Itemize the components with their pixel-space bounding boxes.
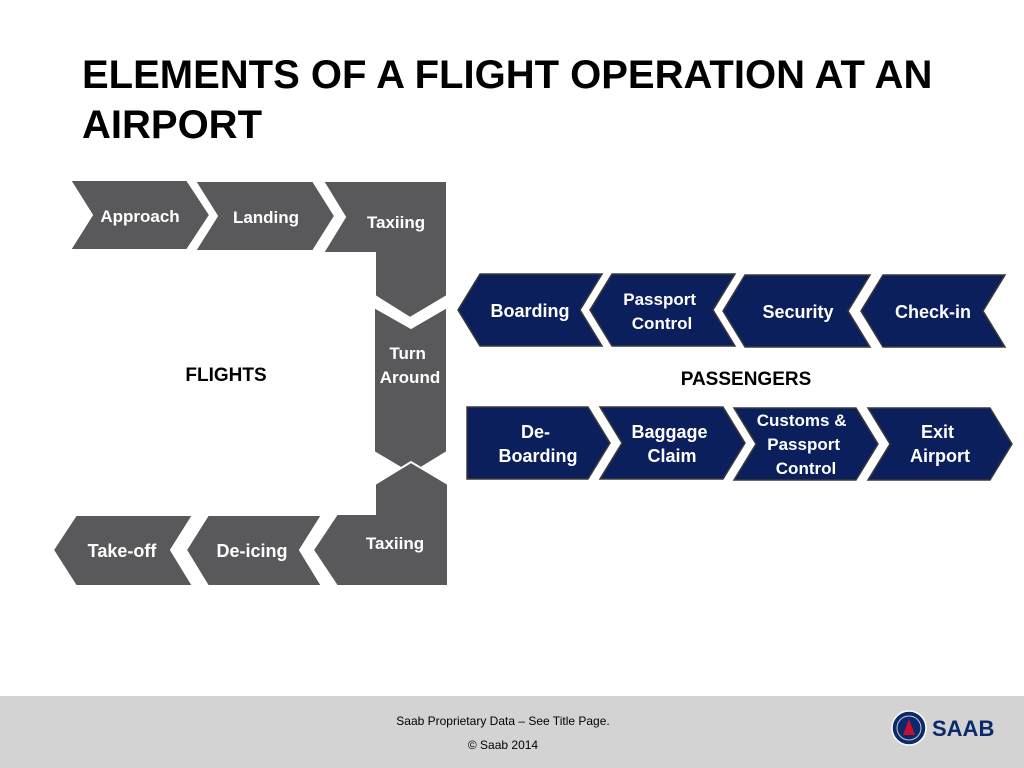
checkin-step [860, 274, 1007, 348]
flight-operation-diagram: Approach Landing Taxiing Turn Around Tax… [51, 179, 1013, 587]
baggage-claim-step [598, 406, 746, 480]
customs-label: Customs & Passport Control [757, 411, 851, 478]
security-step [722, 274, 872, 348]
turn-around-label: Turn Around [380, 344, 440, 387]
flights-group-label: FLIGHTS [185, 365, 266, 386]
passport-control-line-1: Passport [623, 290, 696, 309]
footer-proprietary-notice: Saab Proprietary Data – See Title Page. [396, 714, 610, 728]
turn-around-step [373, 305, 448, 476]
baggage-claim-line-2: Claim [647, 446, 696, 466]
deicing-label: De-icing [216, 541, 287, 561]
deicing-step [184, 514, 324, 587]
slide-title: ELEMENTS OF A FLIGHT OPERATION AT AN AIR… [82, 53, 933, 147]
customs-line-3: Control [776, 459, 836, 478]
turn-around-line-1: Turn [389, 344, 426, 363]
customs-line-1: Customs & [757, 411, 847, 430]
boarding-label: Boarding [491, 301, 570, 321]
deboarding-label: De- Boarding [499, 422, 578, 466]
customs-line-2: Passport [767, 435, 840, 454]
exit-airport-step [866, 407, 1013, 481]
saab-wordmark: SAAB [932, 716, 994, 741]
exit-airport-label: Exit Airport [910, 422, 970, 466]
checkin-label: Check-in [895, 302, 971, 322]
exit-airport-line-2: Airport [910, 446, 970, 466]
approach-label: Approach [100, 207, 179, 226]
passport-control-step [589, 273, 737, 347]
security-label: Security [762, 302, 833, 322]
taxiing-in-label: Taxiing [367, 213, 425, 232]
saab-logo: SAAB [891, 710, 994, 746]
turn-around-line-2: Around [380, 368, 440, 387]
boarding-step [457, 273, 604, 347]
deboarding-line-2: Boarding [499, 446, 578, 466]
slide-footer: Saab Proprietary Data – See Title Page. … [0, 696, 1024, 768]
footer-copyright: © Saab 2014 [467, 738, 539, 752]
passport-control-line-2: Control [632, 314, 692, 333]
landing-step [193, 180, 337, 252]
taxiing-out-label: Taxiing [366, 534, 424, 553]
taxiing-out-step [311, 460, 449, 587]
deboarding-step [466, 406, 611, 480]
approach-step [68, 179, 212, 251]
taxiing-in-step [321, 180, 448, 320]
landing-label: Landing [233, 208, 299, 227]
customs-step [732, 407, 879, 481]
passengers-group-label: PASSENGERS [681, 369, 812, 390]
baggage-claim-label: Baggage Claim [631, 422, 712, 466]
takeoff-step [51, 514, 195, 587]
deboarding-line-1: De- [521, 422, 550, 442]
exit-airport-line-1: Exit [921, 422, 954, 442]
takeoff-label: Take-off [88, 541, 158, 561]
baggage-claim-line-1: Baggage [631, 422, 707, 442]
passport-control-label: Passport Control [623, 290, 700, 333]
